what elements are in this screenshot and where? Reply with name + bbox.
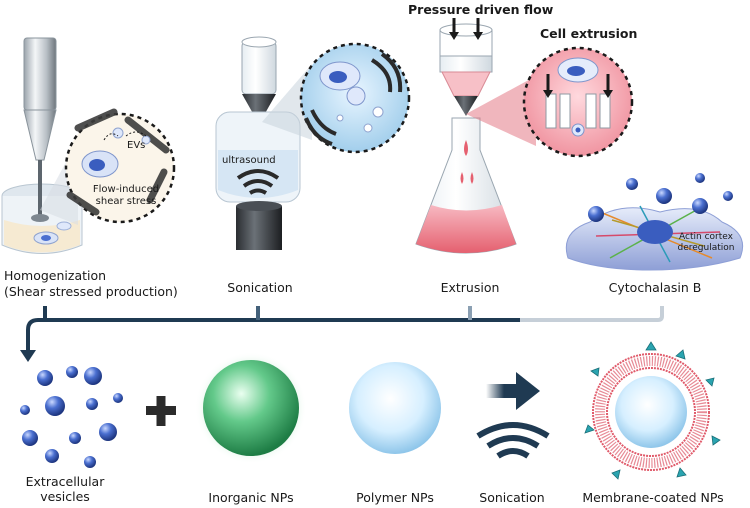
cytochalasin-label: Cytochalasin B [608, 280, 702, 295]
ev-label-line2: vesicles [40, 489, 90, 504]
inorganic-label: Inorganic NPs [208, 490, 294, 505]
polymer-np [349, 362, 441, 454]
sonicator-illustration [215, 36, 411, 250]
methods-bracket [20, 306, 664, 362]
actin-note-line1: Actin cortex [679, 232, 733, 242]
ultrasound-text: ultrasound [222, 155, 276, 166]
cell-extrusion-text: Cell extrusion [540, 26, 638, 41]
extrusion-label: Extrusion [440, 280, 500, 295]
homogenization-sublabel: (Shear stressed production) [4, 284, 178, 299]
homogenization-label: Homogenization [4, 268, 107, 283]
inorganic-np [203, 360, 299, 456]
membrane-coated-label: Membrane-coated NPs [582, 490, 724, 505]
actin-note-line2: deregulation [677, 243, 735, 253]
shear-caption-line2: shear stress [95, 196, 157, 207]
extruder-illustration [415, 18, 634, 254]
extracellular-vesicles [20, 366, 123, 468]
membrane-coated-np [584, 341, 721, 480]
plus-sign [146, 396, 176, 426]
ev-label-line1: Extracellular [25, 474, 105, 489]
sonication-arrow [476, 372, 550, 459]
cytochalasin-illustration [565, 173, 744, 271]
pressure-flow-text: Pressure driven flow [408, 2, 554, 17]
sonication-method-label: Sonication [227, 280, 293, 295]
evs-text: EVs [127, 140, 146, 151]
shear-caption-line1: Flow-induced [92, 184, 160, 195]
homogenizer-illustration [1, 37, 176, 254]
sonication-product-label: Sonication [479, 490, 545, 505]
polymer-label: Polymer NPs [356, 490, 434, 505]
